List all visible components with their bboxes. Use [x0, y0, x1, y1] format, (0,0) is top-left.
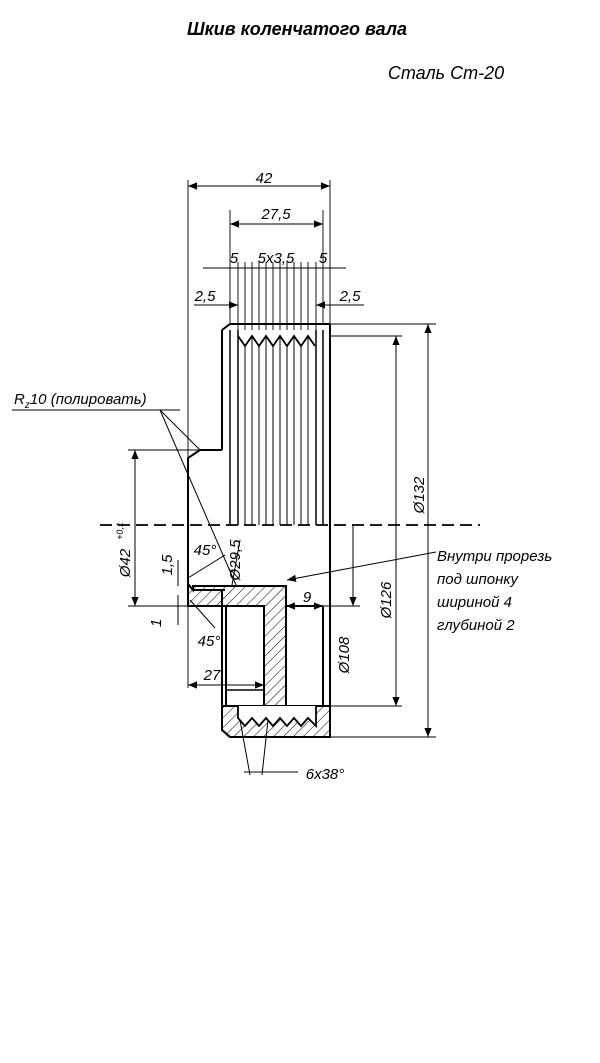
leader-lines — [12, 409, 437, 629]
keyway-note-line: глубиной 2 — [437, 617, 515, 634]
dim-angle-1: 45° — [194, 542, 217, 559]
keyway-note-line: шириной 4 — [437, 594, 512, 611]
material-label: Сталь Ст-20 — [388, 63, 504, 83]
dim-chamfer-1: 1,5 — [159, 554, 176, 576]
drawing-title: Шкив коленчатого вала — [187, 19, 407, 39]
dim-groove-profile: 6x38° — [306, 766, 345, 783]
dim-hub-width: 27 — [203, 667, 221, 684]
dimension-lines — [131, 182, 432, 776]
dim-angle-2: 45° — [198, 633, 221, 650]
dim-groove-span: 27,5 — [260, 206, 291, 223]
surface-note-prefix: R — [14, 391, 25, 408]
dim-web-offset: 9 — [303, 589, 312, 606]
dim-edge-left: 5 — [230, 250, 239, 267]
dim-overall-width: 42 — [256, 170, 273, 187]
dim-bore-diameter: Ø42 — [117, 548, 134, 578]
keyway-note: Внутри прорезь под шпонку шириной 4 глуб… — [437, 548, 552, 634]
surface-note-text: 10 (полировать) — [30, 391, 147, 408]
section-view — [187, 581, 331, 738]
dim-hub-diameter: Ø29,5 — [227, 539, 244, 582]
dim-bore-group: Ø42 +0,1 — [115, 522, 134, 578]
dim-chamfer-2: 1 — [148, 619, 165, 627]
dim-offset-left: 2,5 — [194, 288, 217, 305]
extension-lines — [128, 180, 436, 738]
keyway-note-line: Внутри прорезь — [437, 548, 552, 565]
upper-grooves — [237, 334, 316, 525]
keyway-note-line: под шпонку — [437, 571, 519, 588]
dim-grooves: 5x3,5 — [258, 250, 295, 267]
surface-note: Rz10 (полировать) — [14, 391, 147, 411]
surface-note-subscript: z — [24, 400, 30, 411]
dim-bore-tolerance: +0,1 — [115, 522, 125, 540]
dim-outer-diameter: Ø132 — [411, 476, 428, 514]
dim-inner-diameter: Ø108 — [336, 636, 353, 674]
dim-edge-right: 5 — [319, 250, 328, 267]
dim-offset-right: 2,5 — [339, 288, 362, 305]
dim-groove-diameter: Ø126 — [378, 581, 395, 619]
